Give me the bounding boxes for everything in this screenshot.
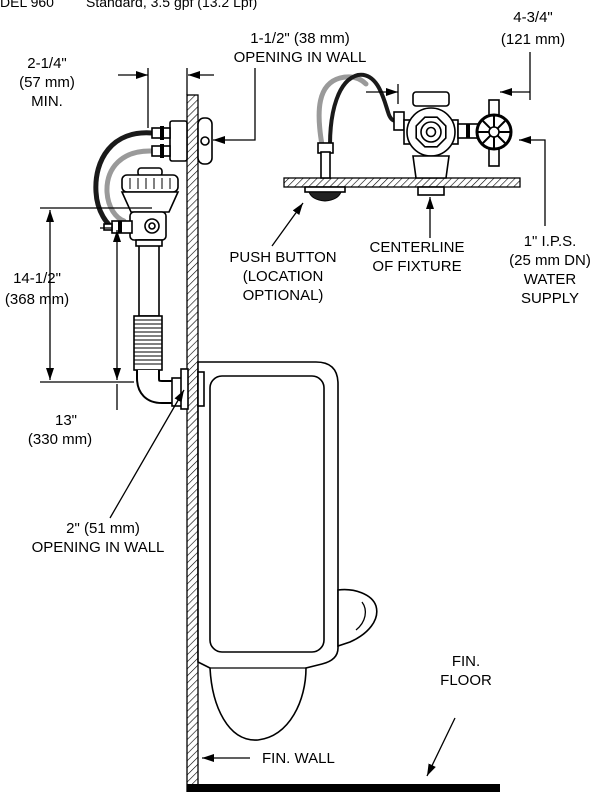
push-button	[308, 191, 342, 202]
inlet-height-metric: (330 mm)	[28, 431, 92, 448]
centerline-label-line1: CENTERLINE	[369, 239, 464, 256]
detail-light-hose	[316, 74, 369, 148]
detail-hose-fitting	[393, 111, 405, 131]
water-supply-label-line2: (25 mm DN)	[509, 252, 591, 269]
light-hose	[104, 148, 155, 224]
urinal-inner-panel	[209, 375, 325, 653]
push-button-stem	[320, 151, 331, 179]
inlet-height-imperial: 13"	[55, 412, 77, 429]
push-button-leader	[271, 202, 304, 247]
water-supply-label-line3: WATER	[524, 271, 577, 288]
finished-floor-leader	[426, 717, 456, 777]
model-description: Standard, 3.5 gpf (13.2 Lpf)	[86, 0, 257, 10]
urinal-fixture	[197, 361, 378, 741]
upper-opening-size: 1-1/2" (38 mm)	[250, 30, 350, 47]
left-dimensions	[40, 68, 256, 519]
supply-stop-body	[169, 120, 188, 162]
water-supply-label-line1: 1" I.P.S.	[524, 233, 577, 250]
centerline-label-line2: OF FIXTURE	[372, 258, 461, 275]
water-supply-leader	[519, 136, 546, 226]
valve-cover	[120, 191, 180, 213]
valve-inlet-band	[118, 221, 122, 233]
push-button-detail	[271, 52, 546, 247]
detail-dark-hose	[328, 72, 398, 147]
tailpiece-nut	[135, 239, 163, 247]
push-button-label-line2: (LOCATION	[243, 268, 324, 285]
upper-opening-label: OPENING IN WALL	[234, 49, 367, 66]
supply-nipple-band	[466, 124, 470, 138]
lower-opening-label: OPENING IN WALL	[32, 539, 165, 556]
water-supply-label-line4: SUPPLY	[521, 290, 579, 307]
detail-valve-center	[425, 126, 437, 138]
detail-valve-cap	[412, 91, 450, 107]
valve-height-imperial: 14-1/2"	[13, 270, 61, 287]
finished-floor	[187, 784, 500, 792]
model-number: DEL 960	[0, 0, 54, 10]
push-button-label-line3: OPTIONAL)	[243, 287, 324, 304]
mounting-surface	[283, 177, 521, 188]
spud-elbow	[138, 370, 176, 402]
supply-offset-imperial: 4-3/4"	[513, 9, 553, 26]
urinal-spud	[197, 371, 205, 407]
dark-hose	[93, 130, 155, 231]
push-button-label-line1: PUSH BUTTON	[229, 249, 336, 266]
lower-opening-size: 2" (51 mm)	[66, 520, 140, 537]
lower-fitting-nut	[160, 144, 164, 158]
urinal-lip-detail	[355, 601, 367, 631]
upper-opening-leader	[213, 68, 256, 144]
vacuum-breaker-tube	[133, 315, 163, 371]
push-button-flange	[304, 186, 346, 193]
min-offset-note: MIN.	[31, 93, 63, 110]
vacuum-breaker-ribs	[134, 319, 162, 365]
upper-fitting-nut	[160, 126, 164, 140]
spud-flange	[180, 368, 189, 410]
valve-inlet-tip	[103, 223, 113, 231]
supply-offset-metric: (121 mm)	[501, 31, 565, 48]
finished-floor-label-line2: FLOOR	[440, 672, 492, 689]
finished-wall	[186, 94, 199, 792]
urinal-side-lip	[337, 588, 378, 648]
finished-wall-label: FIN. WALL	[262, 750, 335, 767]
valve-cap-ribs	[129, 178, 171, 189]
valve-tailpiece	[138, 239, 160, 317]
min-offset-metric: (57 mm)	[19, 74, 75, 91]
valve-stop-cap-center	[148, 222, 156, 230]
detail-valve-neck	[412, 155, 450, 179]
wall-flange-bolt	[200, 136, 210, 146]
lower-opening-leader	[109, 389, 185, 519]
flush-valve-assembly	[93, 117, 213, 410]
valve-height-metric: (368 mm)	[5, 291, 69, 308]
handwheel-hub	[488, 126, 500, 138]
finished-floor-label-line1: FIN.	[452, 653, 480, 670]
detail-valve-lower-nut	[417, 186, 445, 196]
min-offset-imperial: 2-1/4"	[27, 55, 67, 72]
